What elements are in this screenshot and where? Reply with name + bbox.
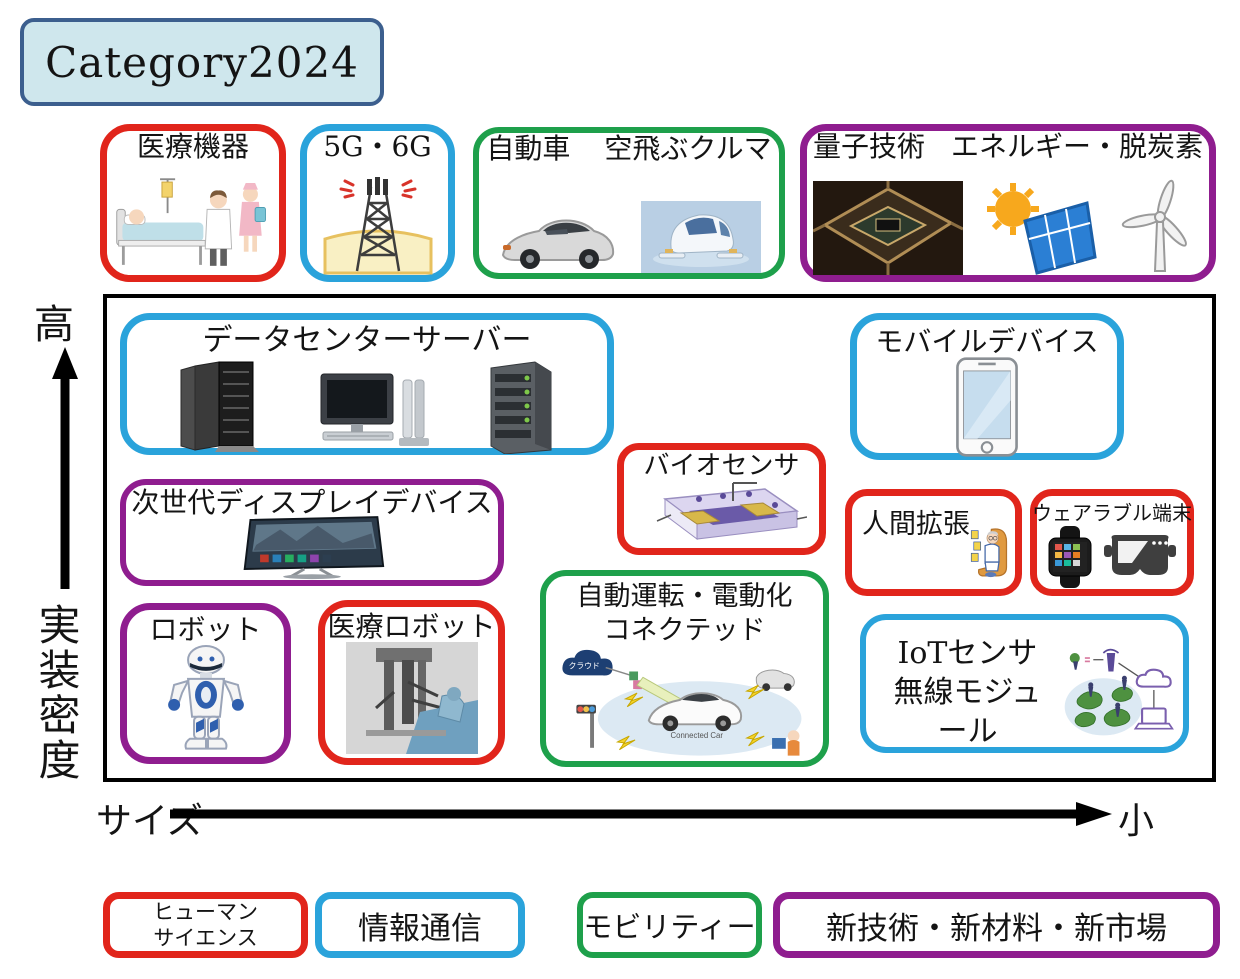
human-augmentation-label: 人間拡張: [862, 509, 970, 540]
iot-label-line2: 無線モジュール: [893, 675, 1042, 749]
server-illustrations: [175, 358, 559, 454]
server-rack-icon: [180, 361, 259, 452]
legend-mobility-label: モビリティー: [583, 910, 756, 944]
biosensor-label: バイオセンサ: [643, 451, 800, 481]
category-box-mobile-device: モバイルデバイス: [850, 313, 1124, 460]
legend-mobility: モビリティー: [577, 892, 762, 958]
x-axis-label: サイズ: [96, 801, 203, 842]
solar-panel-icon: [987, 183, 1097, 275]
datacenter-label: データセンターサーバー: [202, 323, 532, 358]
quantum-label: 量子技術: [812, 130, 925, 163]
automobile-illustrations: [497, 164, 761, 273]
autonomous-label-line2: コネクテッド: [603, 614, 766, 646]
iot-network-diagram: [1064, 648, 1174, 736]
legend-human-science-line1: ヒューマン: [153, 899, 258, 924]
legend-new-tech-label: 新技術・新材料・新市場: [826, 910, 1167, 947]
smart-tv-icon: [243, 516, 385, 580]
humanoid-robot-icon: [167, 645, 244, 751]
legend-new-tech: 新技術・新材料・新市場: [773, 892, 1220, 958]
quantum-energy-illustrations: [813, 162, 1203, 275]
category-box-human-augmentation: 人間拡張: [845, 489, 1022, 596]
smartphone-icon: [956, 357, 1018, 457]
medical-robot-label: 医療ロボット: [327, 610, 496, 643]
legend-human-science-line2: サイエンス: [153, 926, 258, 950]
category-box-next-gen-display: 次世代ディスプレイデバイス: [120, 479, 504, 586]
wearable-illustrations: [1048, 524, 1176, 589]
desktop-pc-icon: [320, 373, 429, 446]
connected-car-diagram: クラウド Connected Car: [561, 649, 801, 756]
iot-label: IoTセンサ 無線モジュール: [880, 634, 1055, 751]
5g-6g-label: 5G・6G: [323, 130, 432, 163]
autonomous-label-line1: 自動運転・電動化: [576, 581, 793, 612]
category-box-biosensor: バイオセンサ: [617, 443, 826, 555]
category-box-automobile: 自動車 空飛ぶクルマ: [473, 127, 785, 279]
category-box-wearable: ウェアラブル端末: [1030, 489, 1194, 596]
hospital-scene-illustration: [113, 162, 273, 275]
hospital-bed-icon: [116, 178, 266, 266]
wind-turbine-icon: [1121, 179, 1187, 272]
legend-human-science: ヒューマン サイエンス: [103, 892, 308, 958]
smartphone-illustration: [955, 357, 1019, 457]
mobile-device-label: モバイルデバイス: [875, 325, 1099, 358]
5g-tower-illustration: [323, 162, 433, 275]
robot-label: ロボット: [149, 613, 262, 646]
medical-devices-label: 医療機器: [136, 130, 249, 163]
vr-goggles-icon: [1104, 534, 1176, 575]
legend-info-comm-label: 情報通信: [358, 910, 482, 947]
category-box-quantum-energy: 量子技術 エネルギー・脱炭素: [800, 124, 1216, 282]
category-box-medical-robot: 医療ロボット: [318, 600, 505, 765]
matrix-frame: [103, 294, 1216, 782]
quantum-chip-icon: [813, 181, 963, 275]
cell-tower-icon: [323, 177, 432, 275]
y-axis-label: 実装密度: [32, 603, 81, 783]
wearable-label: ウェアラブル端末: [1032, 501, 1192, 525]
category-box-robot: ロボット: [120, 603, 291, 764]
category-box-datacenter-server: データセンターサーバー: [120, 313, 614, 455]
category-box-iot-sensor: IoTセンサ 無線モジュール: [860, 614, 1189, 753]
x-axis-arrow: [170, 802, 1112, 826]
page-title: Category2024: [45, 37, 359, 87]
surgical-robot-icon: [345, 642, 478, 755]
legend-info-comm: 情報通信: [315, 892, 525, 958]
iot-label-line1: IoTセンサ: [897, 636, 1038, 671]
smartwatch-icon: [1048, 525, 1092, 588]
quantum-energy-label: 量子技術 エネルギー・脱炭素: [812, 130, 1204, 163]
category-box-5g-6g: 5G・6G: [300, 124, 455, 282]
svg-text:Connected Car: Connected Car: [670, 731, 723, 740]
automobile-label: 自動車 空飛ぶクルマ: [486, 132, 772, 165]
autonomous-label: 自動運転・電動化 コネクテッド: [577, 580, 793, 648]
legend-human-science-label: ヒューマン サイエンス: [153, 899, 258, 952]
tower-server-icon: [490, 361, 552, 454]
biosensor-chip-icon: [656, 482, 807, 541]
car-label: 自動車: [486, 132, 571, 165]
title-box: Category2024: [20, 18, 384, 106]
flying-car-label: 空飛ぶクルマ: [604, 132, 772, 165]
category-box-medical-devices: 医療機器: [100, 124, 286, 282]
y-axis-arrow: [52, 347, 78, 589]
energy-label: エネルギー・脱炭素: [951, 130, 1204, 163]
person-in-chair-icon: [970, 528, 1008, 578]
y-axis-high-label: 高: [34, 302, 74, 348]
flying-car-icon: [641, 201, 761, 273]
car-icon: [501, 219, 615, 269]
svg-text:クラウド: クラウド: [568, 661, 599, 670]
next-gen-display-label: 次世代ディスプレイデバイス: [131, 486, 493, 519]
category-box-autonomous-driving: 自動運転・電動化 コネクテッド クラウド Connected Car: [540, 570, 829, 767]
x-axis-small-label: 小: [1118, 801, 1155, 842]
